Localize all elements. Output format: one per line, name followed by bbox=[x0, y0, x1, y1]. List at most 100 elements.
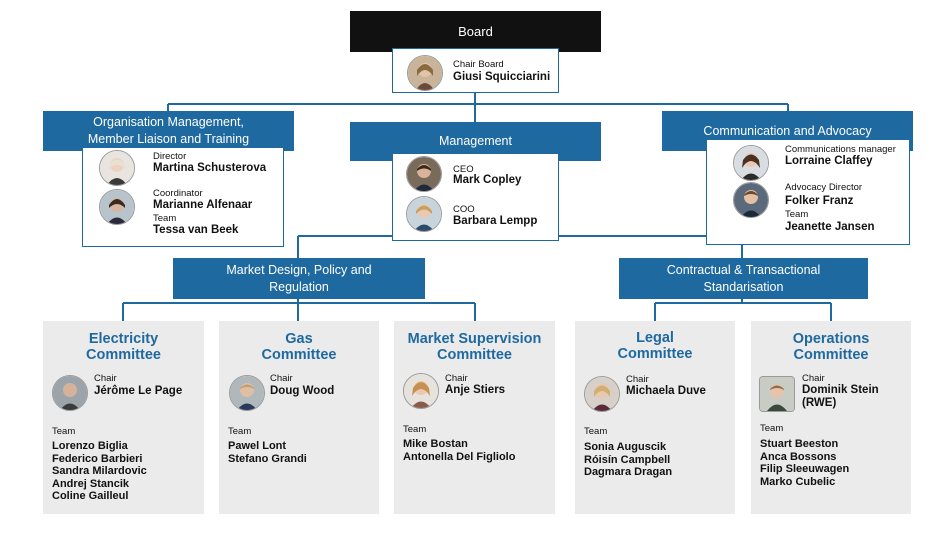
committee-title-line1: Market Supervision bbox=[407, 331, 542, 347]
team-member: Pawel Lont bbox=[228, 440, 287, 452]
committee-team-list: Pawel Lont Stefano Grandi bbox=[228, 440, 307, 465]
market-design-header: Market Design, Policy and Regulation bbox=[173, 258, 425, 299]
board-title: Board bbox=[458, 24, 493, 39]
avatar bbox=[403, 373, 439, 409]
management-person2-name: Barbara Lempp bbox=[453, 215, 538, 227]
comms-person1-name: Lorraine Claffey bbox=[785, 155, 873, 167]
committee-team-list: Stuart Beeston Anca Bossons Filip Sleeuw… bbox=[760, 438, 849, 488]
comms-person2-role: Advocacy Director bbox=[785, 182, 863, 193]
team-member: Lorenzo Biglia bbox=[52, 440, 128, 452]
committee-chair-label: Chair bbox=[802, 373, 825, 384]
avatar bbox=[407, 55, 443, 91]
avatar bbox=[99, 189, 135, 225]
committee-team-label: Team bbox=[403, 424, 427, 435]
avatar bbox=[733, 145, 769, 181]
committee-chair-label: Chair bbox=[270, 373, 293, 384]
committee-title: Market Supervision Committee bbox=[394, 331, 555, 363]
committee-title: Electricity Committee bbox=[43, 331, 204, 363]
committee-chair-name: Doug Wood bbox=[270, 385, 335, 397]
committee-chair-name: Jérôme Le Page bbox=[94, 385, 183, 397]
team-member: Dagmara Dragan bbox=[584, 466, 673, 479]
committee-team-list: Lorenzo Biglia Federico Barbieri Sandra … bbox=[52, 440, 147, 503]
committee-team-list: Sonia Auguscik Róisín Campbell Dagmara D… bbox=[584, 441, 672, 479]
comms-team-name: Jeanette Jansen bbox=[785, 221, 875, 233]
committee-card-market-supervision: Market Supervision Committee Chair Anje … bbox=[394, 321, 555, 514]
board-header: Board bbox=[350, 11, 601, 52]
market-design-title-line2: Regulation bbox=[269, 279, 329, 294]
avatar bbox=[229, 375, 265, 411]
committee-title-line1: Gas bbox=[285, 331, 313, 347]
committee-title-line2: Committee bbox=[793, 347, 869, 363]
management-person2-role: COO bbox=[453, 204, 475, 215]
committee-card-legal: Legal Committee Chair Michaela Duve Team… bbox=[575, 321, 735, 514]
org-mgmt-person2-name: Marianne Alfenaar bbox=[153, 199, 253, 211]
committee-title-line2: Committee bbox=[617, 346, 693, 362]
org-mgmt-person1-name: Martina Schusterova bbox=[153, 162, 267, 174]
team-member: Anca Bossons bbox=[760, 450, 837, 463]
org-mgmt-title-line2: Member Liaison and Training bbox=[87, 132, 250, 146]
committee-card-gas: Gas Committee Chair Doug Wood Team Pawel… bbox=[219, 321, 379, 514]
avatar bbox=[733, 182, 769, 218]
org-mgmt-team-name: Tessa van Beek bbox=[153, 224, 239, 236]
committee-card-operations: Operations Committee Chair Dominik Stein… bbox=[751, 321, 911, 514]
committee-chair-name: Anje Stiers bbox=[445, 384, 506, 396]
team-member: Coline Gailleul bbox=[52, 490, 129, 503]
committee-title-line2: Committee bbox=[261, 347, 337, 363]
comms-team-label: Team bbox=[785, 209, 809, 220]
committee-team-label: Team bbox=[228, 426, 252, 437]
comms-title: Communication and Advocacy bbox=[703, 123, 872, 138]
team-member: Róisín Campbell bbox=[584, 453, 671, 466]
org-mgmt-person2-role: Coordinator bbox=[153, 188, 203, 199]
committee-chair-label: Chair bbox=[445, 373, 468, 384]
committee-card-electricity: Electricity Committee Chair Jérôme Le Pa… bbox=[43, 321, 204, 514]
committee-title: Gas Committee bbox=[219, 331, 379, 363]
team-member: Stefano Grandi bbox=[228, 452, 307, 465]
comms-person2-name: Folker Franz bbox=[785, 195, 854, 207]
board-chair-name: Giusi Squicciarini bbox=[453, 71, 551, 83]
committee-chair-affiliation: (RWE) bbox=[802, 397, 837, 409]
team-member: Antonella Del Figliolo bbox=[403, 450, 516, 463]
avatar bbox=[406, 196, 442, 232]
team-member: Sandra Milardovic bbox=[52, 465, 147, 478]
avatar bbox=[584, 376, 620, 412]
avatar bbox=[406, 156, 442, 192]
contractual-header: Contractual & Transactional Standarisati… bbox=[619, 258, 868, 299]
comms-person1-role: Communications manager bbox=[785, 144, 896, 155]
team-member: Andrej Stancik bbox=[52, 477, 130, 490]
contractual-title-line1: Contractual & Transactional bbox=[666, 262, 821, 277]
committee-title: Operations Committee bbox=[751, 331, 911, 363]
team-member: Federico Barbieri bbox=[52, 452, 143, 465]
comms-card: Communications manager Lorraine Claffey … bbox=[706, 139, 910, 245]
team-member: Marko Cubelic bbox=[760, 475, 836, 488]
committee-chair-label: Chair bbox=[626, 374, 649, 385]
committee-title-line2: Committee bbox=[86, 347, 161, 363]
team-member: Stuart Beeston bbox=[760, 438, 839, 450]
management-title: Management bbox=[439, 134, 512, 149]
committee-team-list: Mike Bostan Antonella Del Figliolo bbox=[403, 438, 515, 463]
committee-title-line2: Committee bbox=[437, 347, 512, 363]
management-person1-name: Mark Copley bbox=[453, 174, 522, 186]
org-mgmt-team-label: Team bbox=[153, 213, 177, 224]
avatar bbox=[52, 375, 88, 411]
team-member: Filip Sleeuwagen bbox=[760, 463, 850, 476]
committee-chair-label: Chair bbox=[94, 373, 117, 384]
board-chair-card: Chair Board Giusi Squicciarini bbox=[392, 48, 559, 93]
board-chair-role: Chair Board bbox=[453, 59, 504, 70]
committee-title: Legal Committee bbox=[575, 330, 735, 362]
management-person1-role: CEO bbox=[453, 164, 474, 175]
team-member: Mike Bostan bbox=[403, 438, 468, 450]
avatar bbox=[99, 150, 135, 186]
committee-chair-name: Michaela Duve bbox=[626, 385, 706, 397]
org-mgmt-card: Director Martina Schusterova Coordinator… bbox=[82, 147, 284, 247]
org-mgmt-title-line1: Organisation Management, bbox=[93, 115, 244, 130]
committee-team-label: Team bbox=[52, 426, 76, 437]
team-member: Sonia Auguscik bbox=[584, 441, 667, 453]
org-mgmt-person1-role: Director bbox=[153, 151, 187, 162]
committee-team-label: Team bbox=[584, 426, 608, 437]
committee-title-line1: Legal bbox=[636, 330, 674, 346]
market-design-title-line1: Market Design, Policy and bbox=[226, 262, 372, 277]
org-mgmt-header: Organisation Management, Member Liaison … bbox=[43, 111, 294, 151]
committee-title-line1: Operations bbox=[792, 331, 870, 347]
committee-team-label: Team bbox=[760, 423, 784, 434]
committee-title-line1: Electricity bbox=[88, 331, 159, 347]
